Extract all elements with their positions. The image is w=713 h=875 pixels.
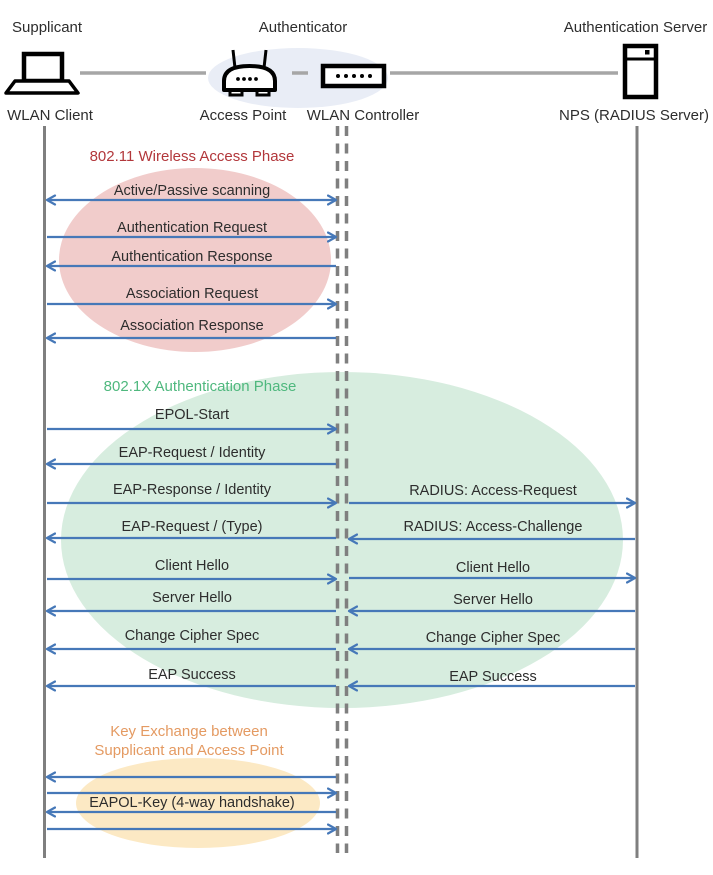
phase1-ellipse — [59, 168, 331, 352]
message-label: Change Cipher Spec — [124, 628, 260, 644]
message-label: EAP-Request / (Type) — [121, 519, 263, 535]
message-arrows — [47, 200, 635, 829]
laptop-icon — [4, 51, 80, 95]
message-label: EAP-Response / Identity — [113, 482, 271, 498]
message-label: Server Hello — [152, 590, 232, 606]
caption-access-point: Access Point — [199, 107, 287, 124]
message-label: EAPOL-Key (4-way handshake) — [89, 795, 295, 811]
role-authenticator: Authenticator — [258, 19, 348, 36]
role-supplicant: Supplicant — [12, 19, 83, 36]
caption-wlan-client: WLAN Client — [7, 107, 93, 124]
message-label: Authentication Request — [117, 220, 267, 236]
phase3-title-line1: Key Exchange between — [110, 723, 268, 740]
phase3-ellipse — [76, 758, 320, 848]
caption-wlan-controller: WLAN Controller — [306, 107, 420, 124]
message-label: RADIUS: Access-Request — [409, 483, 577, 499]
phase3-title: Key Exchange between Supplicant and Acce… — [44, 722, 334, 760]
phase3-title-line2: Supplicant and Access Point — [94, 742, 284, 759]
message-label: Change Cipher Spec — [425, 630, 561, 646]
access-point-icon — [222, 49, 277, 97]
message-label: Client Hello — [154, 558, 230, 574]
wlan-controller-icon — [320, 63, 387, 89]
phase1-title: 802.11 Wireless Access Phase — [89, 148, 295, 165]
caption-nps-radius-server: NPS (RADIUS Server) — [558, 107, 710, 124]
phase2-ellipse — [61, 372, 623, 708]
message-label: Association Response — [120, 318, 264, 334]
authenticator-group-ellipse — [208, 48, 388, 108]
message-label: EPOL-Start — [154, 407, 230, 423]
message-label: Authentication Response — [111, 249, 273, 265]
message-label: RADIUS: Access-Challenge — [403, 519, 583, 535]
message-label: Active/Passive scanning — [113, 183, 271, 199]
message-label: Client Hello — [455, 560, 531, 576]
message-label: EAP Success — [148, 667, 236, 683]
phase2-title: 802.1X Authentication Phase — [103, 378, 297, 395]
message-label: Association Request — [125, 286, 259, 302]
server-icon — [622, 43, 659, 100]
message-label: EAP-Request / Identity — [118, 445, 266, 461]
message-label: EAP Success — [449, 669, 537, 685]
role-authentication-server: Authentication Server — [563, 19, 708, 36]
message-label: Server Hello — [453, 592, 533, 608]
